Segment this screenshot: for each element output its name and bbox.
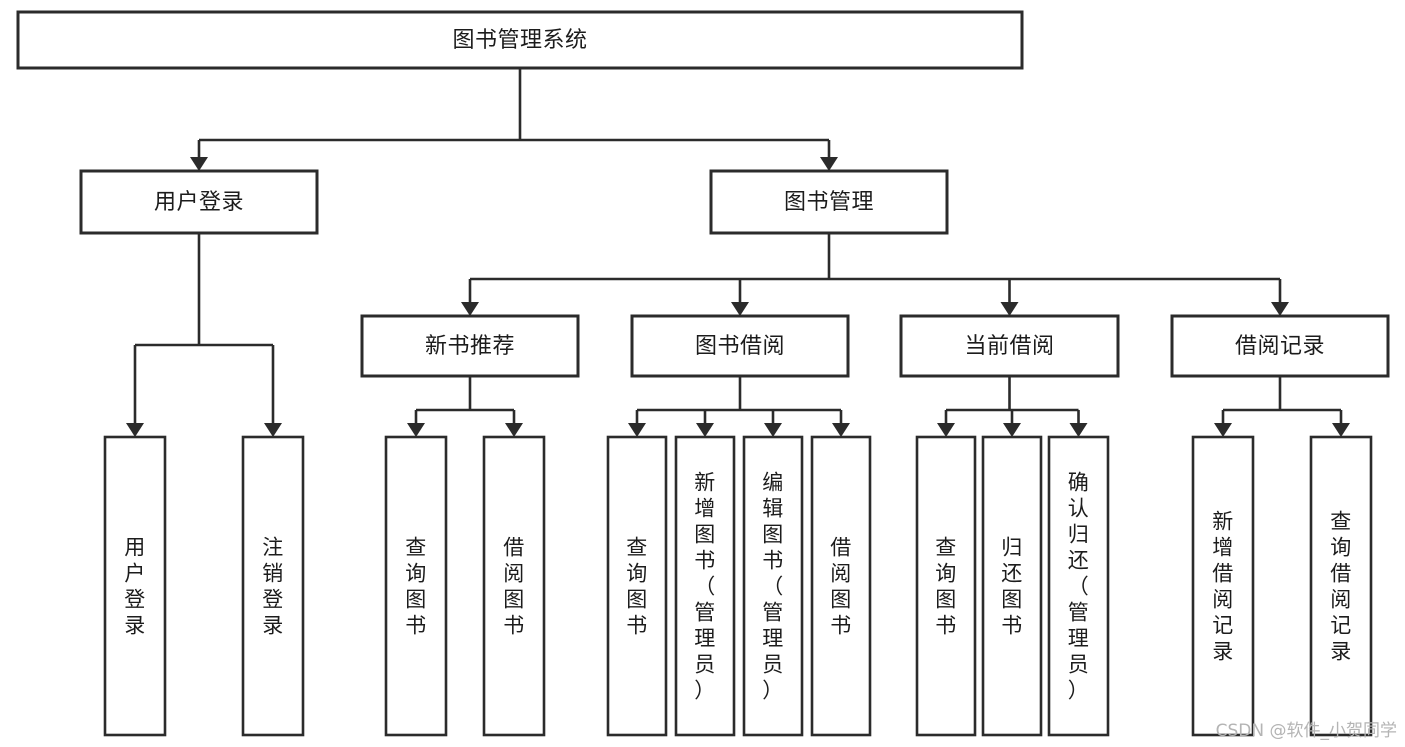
edge-group-user-login	[126, 233, 282, 437]
node-label: 图书借阅	[695, 334, 785, 359]
arrow-head-icon	[505, 423, 523, 437]
node-label: 注销登录	[262, 535, 284, 637]
node-box	[981, 435, 1043, 737]
node-leaf-user-logout[interactable]: 注销登录	[241, 435, 305, 737]
node-current-borrow[interactable]: 当前借阅	[899, 314, 1120, 378]
csdn-watermark: CSDN @软件_小贺同学	[1215, 721, 1397, 741]
edge-group-current-borrow	[937, 376, 1088, 437]
node-box	[674, 435, 736, 737]
node-root[interactable]: 图书管理系统	[16, 10, 1024, 70]
node-leaf-return-book[interactable]: 归还图书	[981, 435, 1043, 737]
arrow-head-icon	[764, 423, 782, 437]
node-box	[630, 314, 850, 378]
arrow-head-icon	[1069, 423, 1088, 437]
arrow-head-icon	[820, 157, 838, 171]
arrow-head-icon	[832, 423, 850, 437]
arrow-head-icon	[1003, 423, 1021, 437]
node-leaf-query-book-borrow[interactable]: 查询图书	[606, 435, 668, 737]
node-book-borrow[interactable]: 图书借阅	[630, 314, 850, 378]
node-box	[384, 435, 448, 737]
node-leaf-borrow-book-rec[interactable]: 借阅图书	[482, 435, 546, 737]
arrow-head-icon	[628, 423, 646, 437]
node-borrow-record[interactable]: 借阅记录	[1170, 314, 1390, 378]
arrow-head-icon	[1214, 423, 1232, 437]
node-label: 查询图书	[405, 535, 427, 637]
node-label: 图书管理	[784, 190, 874, 215]
node-label: 借阅记录	[1235, 334, 1325, 359]
node-leaf-user-login[interactable]: 用户登录	[103, 435, 167, 737]
node-layer: 图书管理系统用户登录图书管理新书推荐图书借阅当前借阅借阅记录用户登录注销登录查询…	[16, 10, 1390, 737]
edge-group-new-book-recommend	[407, 376, 523, 437]
node-box	[915, 435, 977, 737]
node-label: 借阅图书	[503, 535, 525, 637]
node-box	[360, 314, 580, 378]
arrow-head-icon	[126, 423, 144, 437]
node-box	[709, 169, 949, 235]
arrow-head-icon	[937, 423, 955, 437]
node-label: 当前借阅	[964, 334, 1054, 359]
node-label: 查询借阅记录	[1330, 509, 1352, 663]
node-box	[482, 435, 546, 737]
node-box	[742, 435, 804, 737]
node-box	[1309, 435, 1373, 737]
node-leaf-query-record[interactable]: 查询借阅记录	[1309, 435, 1373, 737]
node-box	[1191, 435, 1255, 737]
node-box	[810, 435, 872, 737]
node-box	[899, 314, 1120, 378]
node-label: 新书推荐	[425, 334, 515, 359]
node-box	[103, 435, 167, 737]
node-box	[1170, 314, 1390, 378]
edge-group-root	[190, 68, 838, 171]
arrow-head-icon	[696, 423, 714, 437]
node-box	[1047, 435, 1110, 737]
arrow-head-icon	[731, 302, 749, 316]
node-user-login[interactable]: 用户登录	[79, 169, 319, 235]
arrow-head-icon	[407, 423, 425, 437]
node-label: 用户登录	[124, 535, 146, 637]
node-label: 用户登录	[154, 190, 244, 215]
arrow-head-icon	[264, 423, 282, 437]
edge-group-book-borrow	[628, 376, 850, 437]
edge-layer	[126, 68, 1350, 437]
node-label: 确认归还（管理员）	[1068, 470, 1090, 702]
arrow-head-icon	[190, 157, 208, 171]
node-label: 新增图书（管理员）	[694, 470, 716, 702]
node-leaf-add-record[interactable]: 新增借阅记录	[1191, 435, 1255, 737]
node-box	[16, 10, 1024, 70]
node-leaf-query-book-rec[interactable]: 查询图书	[384, 435, 448, 737]
node-leaf-borrow-book[interactable]: 借阅图书	[810, 435, 872, 737]
node-leaf-query-book-cur[interactable]: 查询图书	[915, 435, 977, 737]
node-label: 查询图书	[626, 535, 648, 637]
arrow-head-icon	[1271, 302, 1289, 316]
node-leaf-add-book[interactable]: 新增图书（管理员）	[674, 435, 736, 737]
node-label: 查询图书	[935, 535, 957, 637]
arrow-head-icon	[1332, 423, 1350, 437]
node-box	[241, 435, 305, 737]
node-box	[79, 169, 319, 235]
node-label: 借阅图书	[830, 535, 852, 637]
node-leaf-confirm-return[interactable]: 确认归还（管理员）	[1047, 435, 1110, 737]
node-label: 归还图书	[1001, 535, 1023, 637]
edge-group-book-manage	[461, 233, 1289, 316]
node-leaf-edit-book[interactable]: 编辑图书（管理员）	[742, 435, 804, 737]
arrow-head-icon	[1000, 302, 1019, 316]
node-label: 新增借阅记录	[1212, 509, 1234, 663]
node-label: 图书管理系统	[452, 28, 587, 53]
arrow-head-icon	[461, 302, 479, 316]
node-label: 编辑图书（管理员）	[762, 470, 784, 702]
node-new-book-recommend[interactable]: 新书推荐	[360, 314, 580, 378]
node-book-manage[interactable]: 图书管理	[709, 169, 949, 235]
edge-group-borrow-record	[1214, 376, 1350, 437]
node-box	[606, 435, 668, 737]
